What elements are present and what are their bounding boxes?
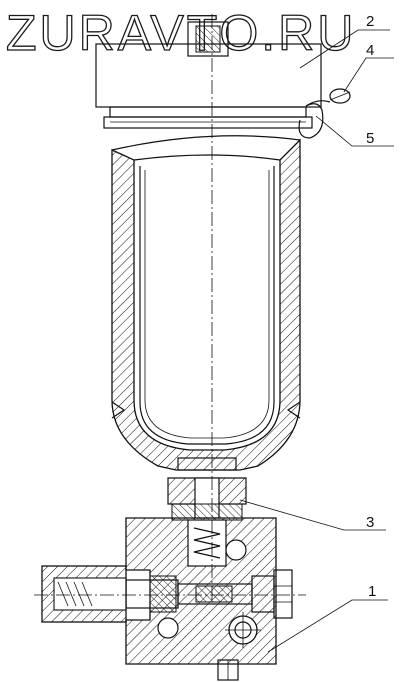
watermark-text: ZURAVTO.RU bbox=[6, 5, 356, 61]
seal-tag bbox=[298, 88, 351, 139]
filter-cover bbox=[95, 21, 322, 129]
bowl-wall bbox=[111, 135, 301, 471]
leader-lines bbox=[239, 29, 394, 653]
callout-2: 2 bbox=[366, 13, 374, 30]
horizontal-valve bbox=[41, 565, 293, 623]
callout-5: 5 bbox=[366, 130, 374, 147]
callout-1: 1 bbox=[368, 583, 376, 600]
drain-fitting bbox=[167, 457, 247, 521]
callout-3: 3 bbox=[366, 514, 374, 531]
filter-element bbox=[139, 166, 275, 445]
callout-4: 4 bbox=[366, 42, 374, 59]
